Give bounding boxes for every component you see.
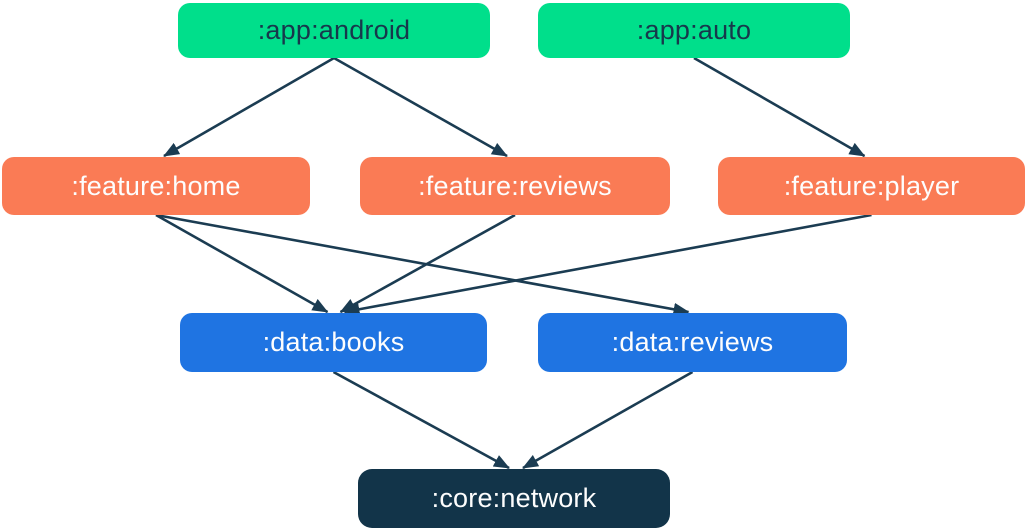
dependency-edge-app-auto-to-feature-player: [693, 56, 866, 158]
node-feature-player: :feature:player: [718, 157, 1025, 215]
dependency-edge-feature-player-to-data-books: [343, 213, 872, 316]
node-data-books: :data:books: [180, 313, 487, 372]
dependency-edge-feature-home-to-data-books: [155, 213, 329, 314]
node-core-network: :core:network: [358, 469, 670, 528]
node-feature-home: :feature:home: [2, 157, 310, 215]
dependency-edge-app-android-to-feature-home: [163, 56, 335, 158]
dependency-edge-feature-reviews-to-data-books: [339, 213, 516, 314]
node-data-reviews: :data:reviews: [538, 313, 847, 372]
dependency-edge-data-books-to-core-network: [332, 370, 510, 470]
node-app-auto: :app:auto: [538, 3, 850, 58]
dependency-edge-data-reviews-to-core-network: [522, 370, 694, 470]
dependency-edge-feature-home-to-data-reviews: [155, 213, 690, 316]
dependency-edge-app-android-to-feature-reviews: [333, 56, 508, 158]
node-app-android: :app:android: [178, 3, 490, 58]
node-feature-reviews: :feature:reviews: [360, 157, 670, 215]
